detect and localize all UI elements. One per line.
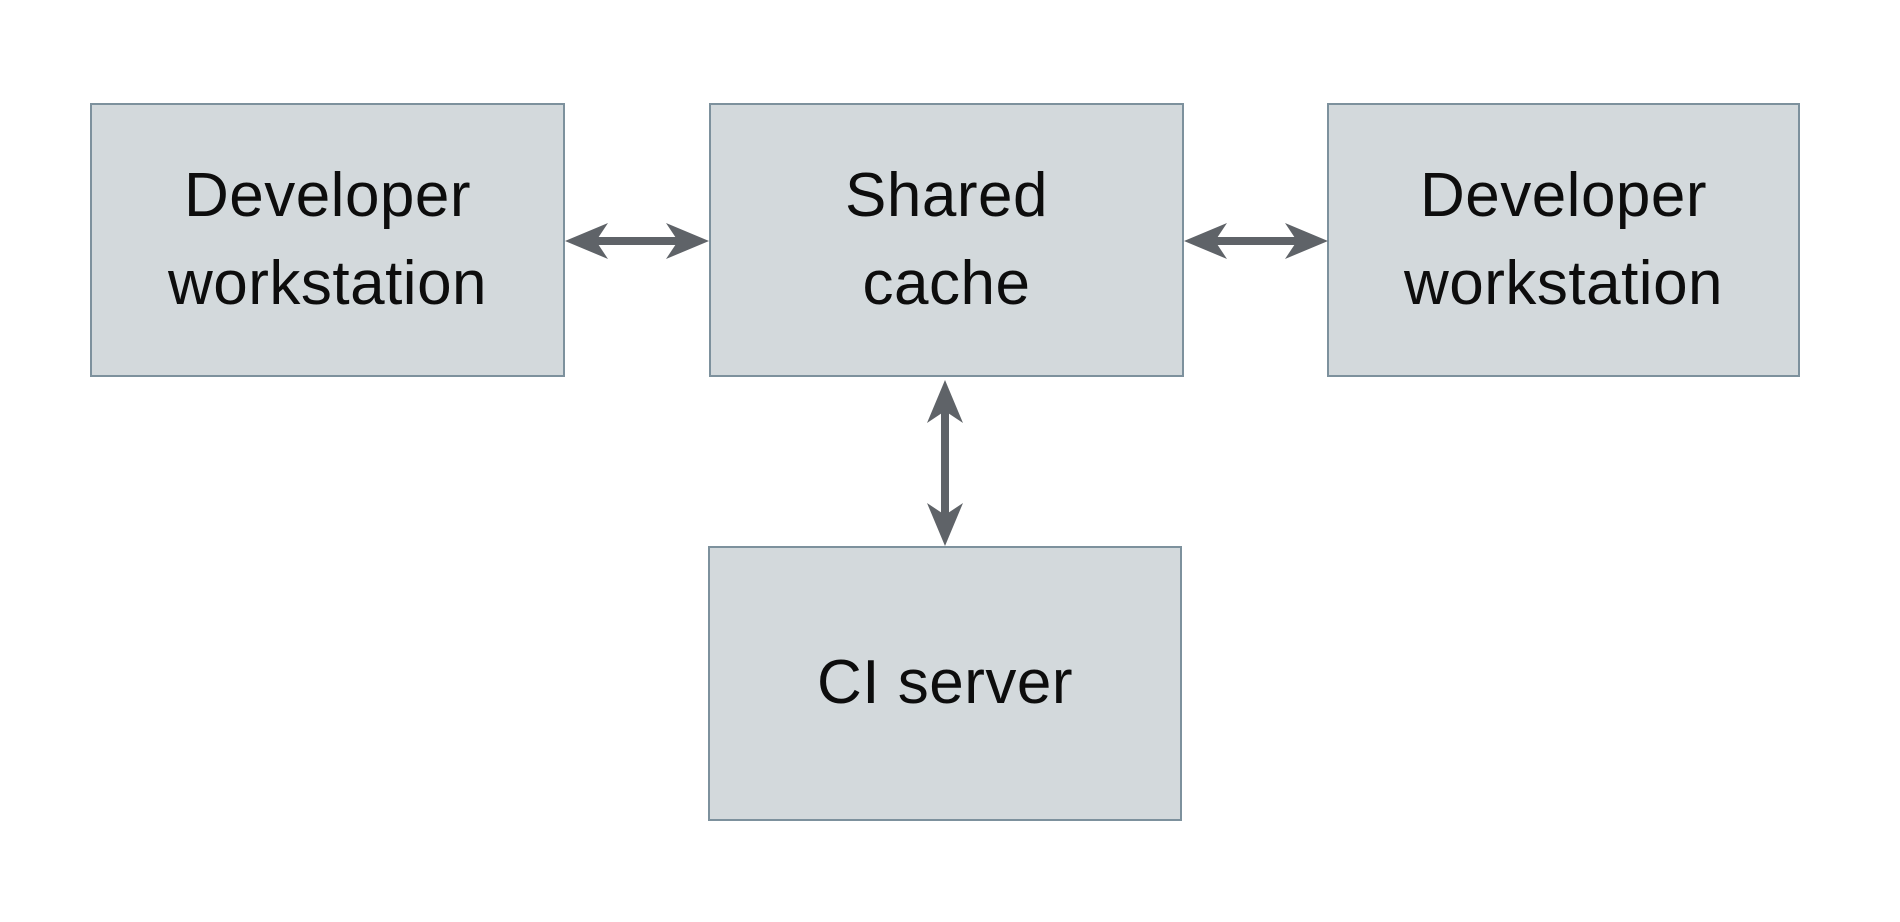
node-label-line: cache (862, 249, 1031, 318)
node-label: Shared cache (845, 152, 1048, 328)
bidirectional-arrow-center-bottom (927, 380, 963, 546)
bidirectional-arrow-center-right (1184, 223, 1328, 259)
node-label: Developer workstation (168, 152, 487, 328)
node-label-line: CI server (817, 648, 1073, 718)
node-label-line: Developer (183, 160, 472, 230)
node-developer-workstation-right: Developer workstation (1327, 103, 1800, 377)
node-label-line: workstation (167, 249, 488, 318)
node-label: Developer workstation (1404, 152, 1723, 328)
node-label-line: Developer (1419, 160, 1708, 230)
bidirectional-arrow-left-center (565, 223, 709, 259)
node-label: CI server (817, 639, 1073, 727)
node-shared-cache: Shared cache (709, 103, 1184, 377)
node-ci-server: CI server (708, 546, 1182, 821)
node-label-line: Shared (845, 160, 1048, 230)
node-label-line: workstation (1403, 249, 1724, 318)
node-developer-workstation-left: Developer workstation (90, 103, 565, 377)
